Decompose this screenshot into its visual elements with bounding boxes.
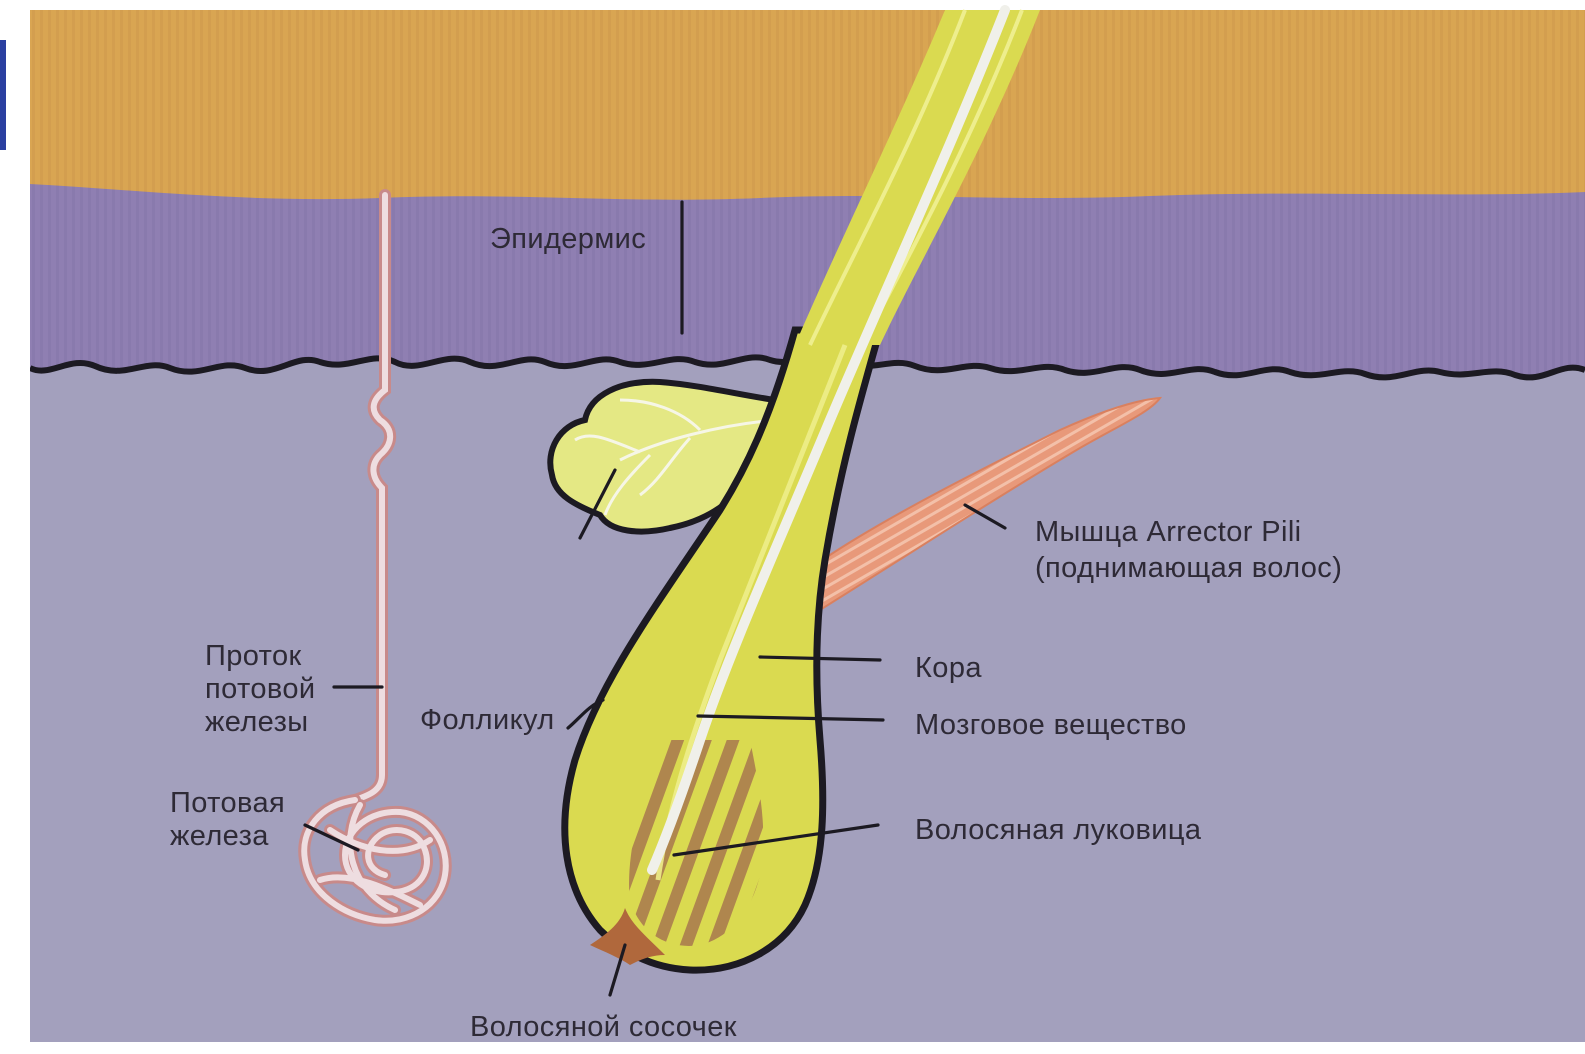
label-sweat-duct-line1: Проток [205, 640, 302, 672]
label-sweat-duct-line3: железы [205, 706, 309, 738]
label-medulla: Мозговое вещество [915, 709, 1187, 741]
label-epidermis: Эпидермис [490, 223, 646, 255]
label-sweat-gland-line2: железа [170, 820, 269, 852]
left-edge-artifact [0, 40, 6, 150]
label-cortex: Кора [915, 652, 982, 684]
label-follicle: Фолликул [420, 704, 555, 736]
label-sweat-duct-line2: потовой [205, 673, 316, 705]
label-sweat-gland-line1: Потовая [170, 787, 285, 819]
label-hair-papilla: Волосяной сосочек [470, 1011, 737, 1043]
stratum-corneum-layer [30, 10, 1585, 200]
label-hair-bulb: Волосяная луковица [915, 814, 1202, 846]
label-arrector-pili-line2: (поднимающая волос) [1035, 552, 1342, 584]
label-arrector-pili-line1: Мышца Arrector Pili [1035, 516, 1302, 548]
